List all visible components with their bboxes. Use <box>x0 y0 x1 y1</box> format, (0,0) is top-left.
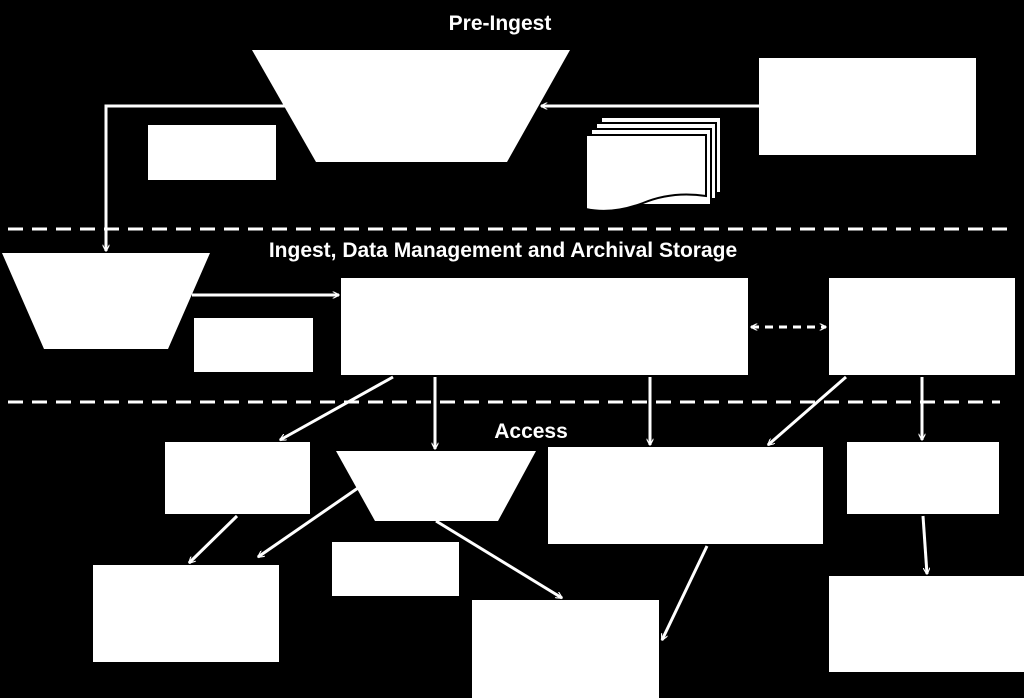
connector-access-right-to-output-right <box>921 515 927 574</box>
ingest-process-trapezoid <box>2 253 210 349</box>
connector-preingest-to-ingest <box>106 104 285 251</box>
access-output-right-box <box>829 576 1024 672</box>
data-management-box <box>341 278 748 375</box>
connector-dm-to-access-left <box>280 375 394 442</box>
section-label-access: Access <box>494 420 568 443</box>
section-label-pre-ingest: Pre-Ingest <box>449 12 552 35</box>
access-label-box <box>332 542 459 596</box>
connector-access-center-to-output-center <box>660 545 709 640</box>
access-center-box <box>548 447 823 544</box>
connector-access-left-to-output-left <box>189 514 239 563</box>
access-left-box <box>165 442 310 514</box>
access-process-trapezoid <box>336 451 536 521</box>
connector-access-trapezoid-to-output-center <box>435 519 562 600</box>
pre-ingest-label-box <box>148 125 276 180</box>
document-stack-icon <box>585 116 722 212</box>
pre-ingest-source-box <box>759 58 976 155</box>
access-output-center-box <box>472 600 659 698</box>
ingest-label-box <box>194 318 313 372</box>
pre-ingest-process-trapezoid <box>252 50 570 162</box>
archival-storage-box <box>829 278 1015 375</box>
access-output-left-box <box>93 565 279 662</box>
section-label-ingest: Ingest, Data Management and Archival Sto… <box>269 239 737 262</box>
access-right-box <box>847 442 999 514</box>
connector-access-trapezoid-to-output-left <box>258 486 359 559</box>
connector-storage-to-access-center <box>768 375 847 445</box>
